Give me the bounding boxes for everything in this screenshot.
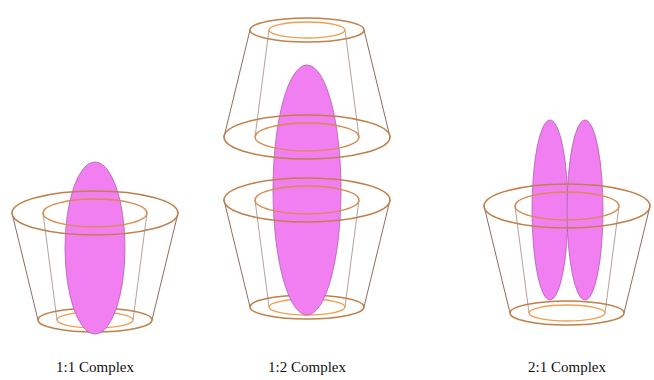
complex-caption: 1:1 Complex (56, 358, 134, 376)
cone-rim (224, 115, 390, 159)
cone-rim (484, 184, 650, 228)
guest-molecule (273, 65, 341, 315)
guest-molecule (532, 120, 568, 300)
cone-rim (12, 191, 178, 235)
guest-molecule (567, 120, 603, 300)
cone-rim (224, 178, 390, 222)
complex-caption: 1:2 Complex (268, 358, 346, 376)
complex-caption: 2:1 Complex (528, 358, 606, 376)
guest-molecule (65, 162, 125, 334)
